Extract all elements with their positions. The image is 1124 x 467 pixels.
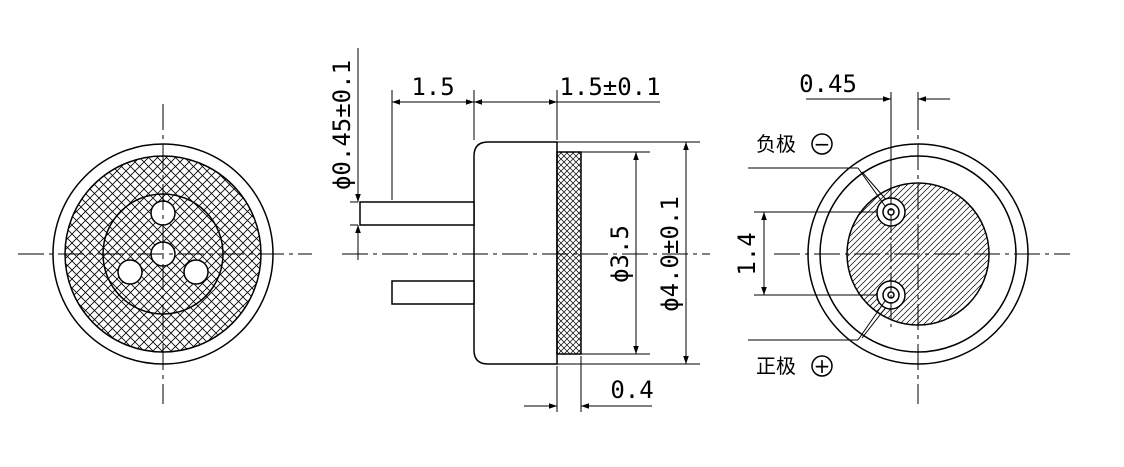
front-view	[18, 104, 312, 404]
plus-symbol: +	[814, 354, 831, 378]
side-pin-bottom	[391, 280, 475, 305]
side-body	[473, 141, 558, 365]
back-view	[748, 92, 1070, 404]
dim-cap-thickness: 0.4	[610, 376, 653, 404]
dim-pin-length: 1.5	[411, 73, 454, 101]
side-cap	[556, 151, 582, 355]
dim-pin-diameter: ϕ0.45±0.1	[328, 60, 356, 190]
front-hole-left	[117, 259, 143, 285]
side-view	[342, 48, 710, 412]
side-pin-top	[359, 201, 475, 226]
label-positive: 正极	[756, 354, 796, 378]
label-negative: 负极	[756, 132, 796, 156]
dim-outer-diameter: ϕ4.0±0.1	[656, 196, 684, 312]
dim-pin-spacing: 1.4	[733, 232, 761, 275]
minus-symbol: −	[814, 132, 831, 156]
plus-circle-icon	[811, 355, 833, 377]
front-hole-right	[183, 259, 209, 285]
minus-circle-icon	[811, 133, 833, 155]
dim-body-thickness: 1.5±0.1	[559, 73, 660, 101]
dim-pin-offset: 0.45	[799, 70, 857, 98]
dim-inner-diameter: ϕ3.5	[606, 225, 634, 283]
